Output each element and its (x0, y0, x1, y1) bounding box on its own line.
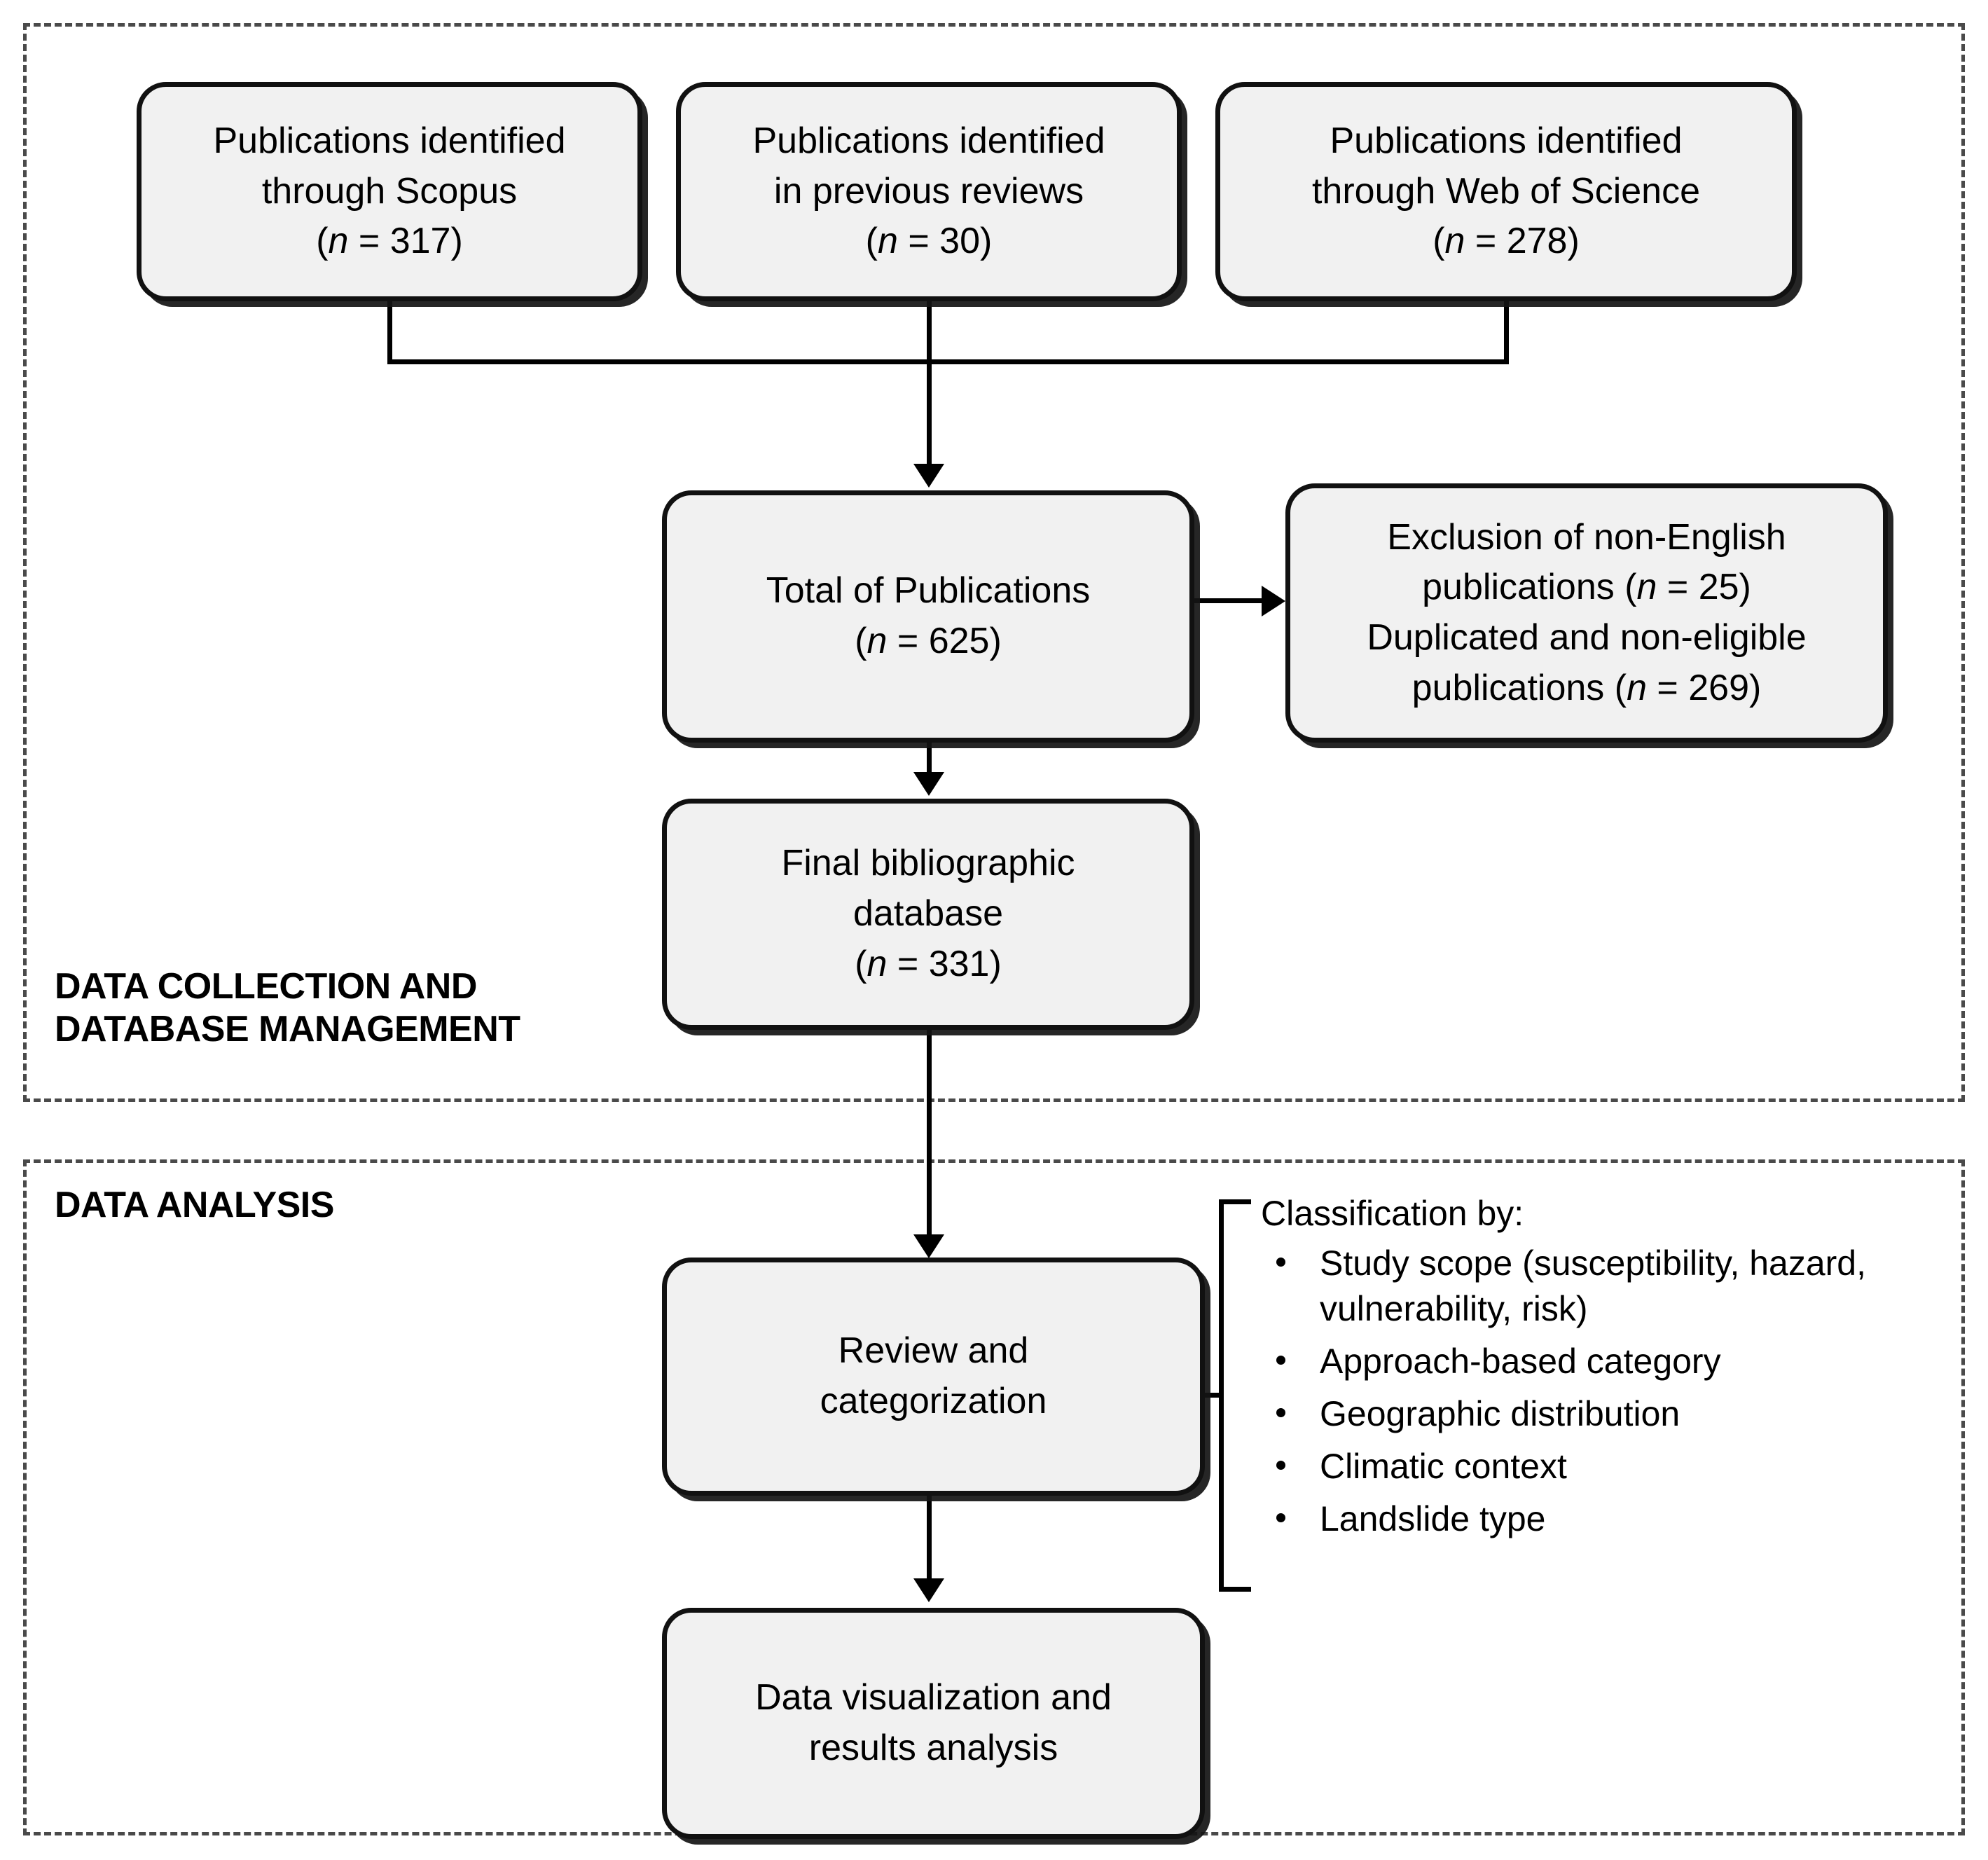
box-wos-line1: Publications identified (1330, 120, 1683, 161)
bullet-icon (1276, 1356, 1285, 1365)
classification-bracket (1219, 1199, 1251, 1592)
box-exclude-line3: Duplicated and non-eligible (1367, 617, 1807, 658)
box-total-publications: Total of Publications (n = 625) (662, 490, 1194, 743)
classification-item: Study scope (susceptibility, hazard, vul… (1261, 1241, 1933, 1332)
connector-merge-bar (387, 359, 1509, 364)
box-total-count: (n = 625) (855, 621, 1002, 661)
box-wos-line2: through Web of Science (1311, 170, 1701, 212)
arrowhead-to-exclusion (1262, 586, 1285, 616)
section-label-data-collection: DATA COLLECTION AND DATABASE MANAGEMENT (55, 966, 520, 1050)
box-review-and-categorization: Review and categorization (662, 1258, 1205, 1496)
classification-item-label: Approach-based category (1320, 1342, 1721, 1381)
classification-item: Landslide type (1261, 1496, 1933, 1542)
connector-drop-scopus (387, 301, 392, 364)
bullet-icon (1276, 1461, 1285, 1470)
box-exclude-line2: publications (n = 25) (1422, 567, 1751, 608)
box-publications-previous-reviews: Publications identified in previous revi… (676, 82, 1182, 301)
box-reviews-count: (n = 30) (865, 221, 993, 262)
arrowhead-to-final (913, 772, 944, 796)
classification-item-label: Landslide type (1320, 1499, 1546, 1538)
box-publications-scopus: Publications identified through Scopus (… (137, 82, 642, 301)
connector-drop-web-of-science (1504, 301, 1509, 364)
box-total-line1: Total of Publications (766, 570, 1091, 612)
box-scopus-line1: Publications identified (213, 120, 566, 161)
bullet-icon (1276, 1513, 1285, 1522)
arrowhead-to-visualization (913, 1578, 944, 1602)
box-viz-line1: Data visualization and (755, 1677, 1112, 1718)
classification-item-label: Study scope (susceptibility, hazard, vul… (1320, 1244, 1867, 1328)
classification-item: Approach-based category (1261, 1339, 1933, 1384)
classification-item: Geographic distribution (1261, 1391, 1933, 1437)
box-publications-web-of-science: Publications identified through Web of S… (1215, 82, 1797, 301)
classification-title: Classification by: (1261, 1194, 1524, 1233)
classification-item-label: Geographic distribution (1320, 1394, 1680, 1433)
bullet-icon (1276, 1258, 1285, 1267)
classification-bracket-tick (1194, 1393, 1222, 1398)
box-final-line2: database (853, 893, 1003, 935)
box-scopus-line2: through Scopus (261, 170, 518, 212)
connector-drop-reviews (927, 301, 932, 364)
classification-list: Classification by: Study scope (suscepti… (1261, 1191, 1933, 1549)
box-final-bibliographic-database: Final bibliographic database (n = 331) (662, 799, 1194, 1030)
box-scopus-count: (n = 317) (316, 221, 463, 262)
connector-trunk-to-total (927, 359, 932, 468)
box-review-line2: categorization (820, 1381, 1047, 1421)
box-exclude-line4: publications (n = 269) (1411, 667, 1762, 708)
connector-review-to-visualization (927, 1496, 932, 1583)
box-reviews-line1: Publications identified (752, 120, 1105, 161)
arrowhead-to-total (913, 464, 944, 488)
section-frame-data-collection (23, 23, 1965, 1102)
box-wos-count: (n = 278) (1433, 221, 1580, 262)
box-viz-line2: results analysis (808, 1728, 1058, 1768)
connector-total-to-exclusion (1194, 598, 1264, 603)
section-label-data-analysis: DATA ANALYSIS (55, 1185, 334, 1225)
bullet-icon (1276, 1408, 1285, 1417)
box-final-count: (n = 331) (855, 943, 1002, 984)
classification-item: Climatic context (1261, 1444, 1933, 1489)
box-reviews-line2: in previous reviews (773, 170, 1084, 212)
connector-total-to-final (927, 743, 932, 776)
connector-final-to-review (927, 1030, 932, 1240)
box-review-line1: Review and (838, 1330, 1029, 1372)
classification-items: Study scope (susceptibility, hazard, vul… (1261, 1241, 1933, 1542)
classification-item-label: Climatic context (1320, 1447, 1567, 1486)
arrowhead-to-review (913, 1234, 944, 1258)
box-final-line1: Final bibliographic (781, 843, 1075, 884)
box-exclude-line1: Exclusion of non-English (1387, 516, 1786, 558)
box-exclusions: Exclusion of non-English publications (n… (1285, 483, 1888, 743)
box-data-visualization-results: Data visualization and results analysis (662, 1608, 1205, 1839)
